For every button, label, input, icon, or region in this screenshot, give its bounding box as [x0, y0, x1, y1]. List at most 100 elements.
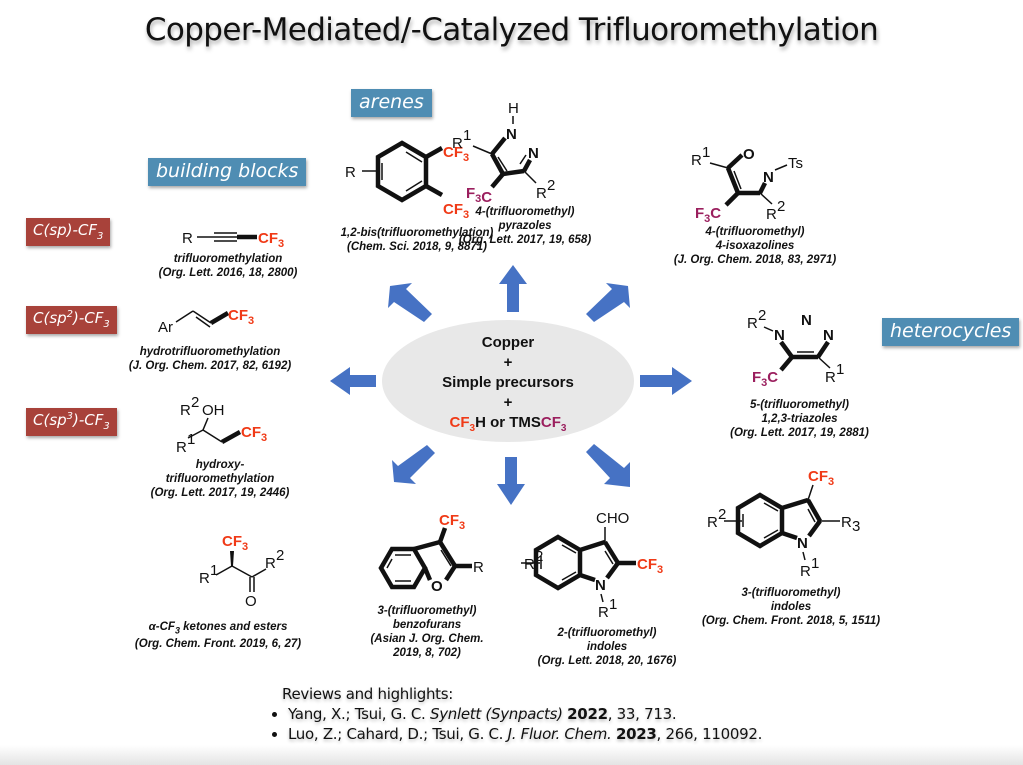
svg-text:O: O [743, 146, 755, 163]
reviews-section: Reviews and highlights: Yang, X.; Tsui, … [270, 684, 762, 744]
svg-text:R: R [180, 402, 191, 419]
svg-text:2: 2 [191, 394, 199, 411]
svg-text:R: R [452, 135, 463, 152]
arrow-down [497, 457, 525, 505]
structure-bis-cf3-arene: R CF3 CF3 [345, 140, 469, 221]
arrow-up-left [388, 283, 432, 322]
svg-text:1: 1 [836, 361, 844, 378]
svg-text:R: R [598, 604, 609, 621]
svg-text:F3CFC: F3CFC [466, 185, 492, 206]
center-cf3-sources: CF3H or TMSCF3 [449, 414, 567, 434]
svg-text:CF3: CF3 [241, 424, 267, 444]
center-ellipse [382, 320, 634, 442]
svg-text:N: N [763, 169, 774, 186]
reviews-heading: Reviews and highlights: [282, 685, 454, 703]
svg-text:N: N [528, 145, 539, 162]
svg-text:CF3: CF3 [443, 144, 469, 164]
svg-text:3: 3 [852, 518, 860, 535]
svg-text:R: R [345, 164, 356, 181]
svg-text:CF3: CF3 [258, 230, 284, 250]
svg-text:2: 2 [276, 547, 284, 564]
structure-pyrazole: H N N R1 F3CFC R2 [452, 100, 555, 206]
svg-text:2: 2 [758, 307, 766, 324]
svg-text:R: R [199, 570, 210, 587]
svg-text:CF3: CF3 [637, 556, 663, 576]
svg-text:F3C: F3C [695, 205, 721, 225]
svg-text:CF3: CF3 [222, 533, 248, 553]
tag-csp-cf3: C(sp)-CF3 [26, 218, 111, 246]
svg-text:CF3: CF3 [443, 201, 469, 221]
svg-text:2: 2 [718, 506, 726, 523]
center-reagents: Copper + Simple precursors + CF3H or TMS… [382, 333, 634, 439]
svg-text:F3C: F3C [752, 369, 778, 389]
svg-text:R: R [747, 315, 758, 332]
svg-text:2: 2 [547, 177, 555, 194]
caption-bis-cf3-arene: 1,2-bis(trifluoromethylation) (Chem. Sci… [340, 227, 494, 253]
svg-text:N: N [506, 126, 517, 143]
slide-title: Copper-Mediated/-Catalyzed Trifluorometh… [144, 12, 879, 48]
svg-text:1: 1 [811, 555, 819, 572]
svg-text:R: R [766, 206, 777, 223]
svg-text:N: N [801, 312, 812, 329]
svg-text:O: O [431, 578, 443, 595]
center-plus-2: + [503, 394, 513, 411]
svg-text:H: H [508, 100, 519, 117]
arrow-up-right [586, 283, 630, 322]
arrow-down-left [392, 445, 435, 484]
arrow-up [499, 265, 527, 312]
svg-text:CF3: CF3 [439, 512, 465, 532]
caption-alkyne: trifluoromethylation (Org. Lett. 2016, 1… [158, 253, 298, 279]
arrow-right [640, 367, 692, 395]
caption-alpha-cf3-ketones: α-CF3 ketones and esters (Org. Chem. Fro… [134, 621, 302, 651]
svg-text:N: N [595, 577, 606, 594]
svg-text:2: 2 [535, 548, 543, 565]
svg-text:1: 1 [463, 127, 471, 144]
svg-text:CHO: CHO [596, 510, 629, 527]
structure-alkyne: R CF3 [182, 230, 284, 250]
svg-text:R: R [265, 555, 276, 572]
svg-text:O: O [245, 593, 257, 610]
structure-benzofuran: O CF3 R [378, 512, 484, 595]
review-entry: Yang, X.; Tsui, G. C. Synlett (Synpacts)… [288, 704, 762, 724]
svg-text:N: N [823, 327, 834, 344]
svg-text:R: R [176, 439, 187, 456]
caption-hydroxy: hydroxy- trifluoromethylation (Org. Lett… [150, 459, 290, 499]
tag-csp2-cf3: C(sp2)-CF3 [26, 306, 117, 334]
svg-text:CF3: CF3 [808, 468, 834, 488]
svg-text:OH: OH [202, 402, 225, 419]
svg-text:R: R [707, 514, 718, 531]
review-entry: Luo, Z.; Cahard, D.; Tsui, G. C. J. Fluo… [288, 724, 762, 744]
center-precursors: Simple precursors [442, 374, 574, 391]
arrow-left [330, 367, 376, 395]
caption-isoxazolines: 4-(trifluoromethyl) 4-isoxazolines (J. O… [673, 226, 837, 266]
tag-heterocycles: heterocycles [882, 318, 1020, 346]
svg-text:R: R [182, 230, 193, 247]
caption-benzofurans: 3-(trifluoromethyl) benzofurans (Asian J… [370, 605, 484, 659]
svg-text:1: 1 [702, 144, 710, 161]
caption-2-cf3-indoles: 2-(trifluoromethyl) indoles (Org. Lett. … [537, 627, 677, 667]
svg-text:R: R [524, 556, 535, 573]
svg-text:1: 1 [187, 431, 195, 448]
svg-text:N: N [774, 327, 785, 344]
bottom-gradient [0, 745, 1023, 765]
svg-text:R: R [825, 369, 836, 386]
svg-text:R: R [800, 563, 811, 580]
caption-triazoles: 5-(trifluoromethyl) 1,2,3-triazoles (Org… [730, 399, 869, 439]
svg-text:1: 1 [210, 562, 218, 579]
svg-text:Ts: Ts [788, 155, 803, 172]
svg-text:1: 1 [609, 596, 617, 613]
svg-text:R: R [691, 152, 702, 169]
svg-text:R: R [841, 514, 852, 531]
svg-text:CF3: CF3 [228, 307, 254, 327]
caption-3-cf3-indoles: 3-(trifluoromethyl) indoles (Org. Chem. … [701, 587, 881, 627]
tag-building-blocks: building blocks [148, 158, 307, 186]
svg-text:N: N [797, 535, 808, 552]
arrow-down-right [586, 444, 630, 487]
tag-csp3-cf3: C(sp3)-CF3 [26, 408, 117, 436]
svg-text:2: 2 [777, 198, 785, 215]
tag-arenes: arenes [351, 89, 432, 117]
